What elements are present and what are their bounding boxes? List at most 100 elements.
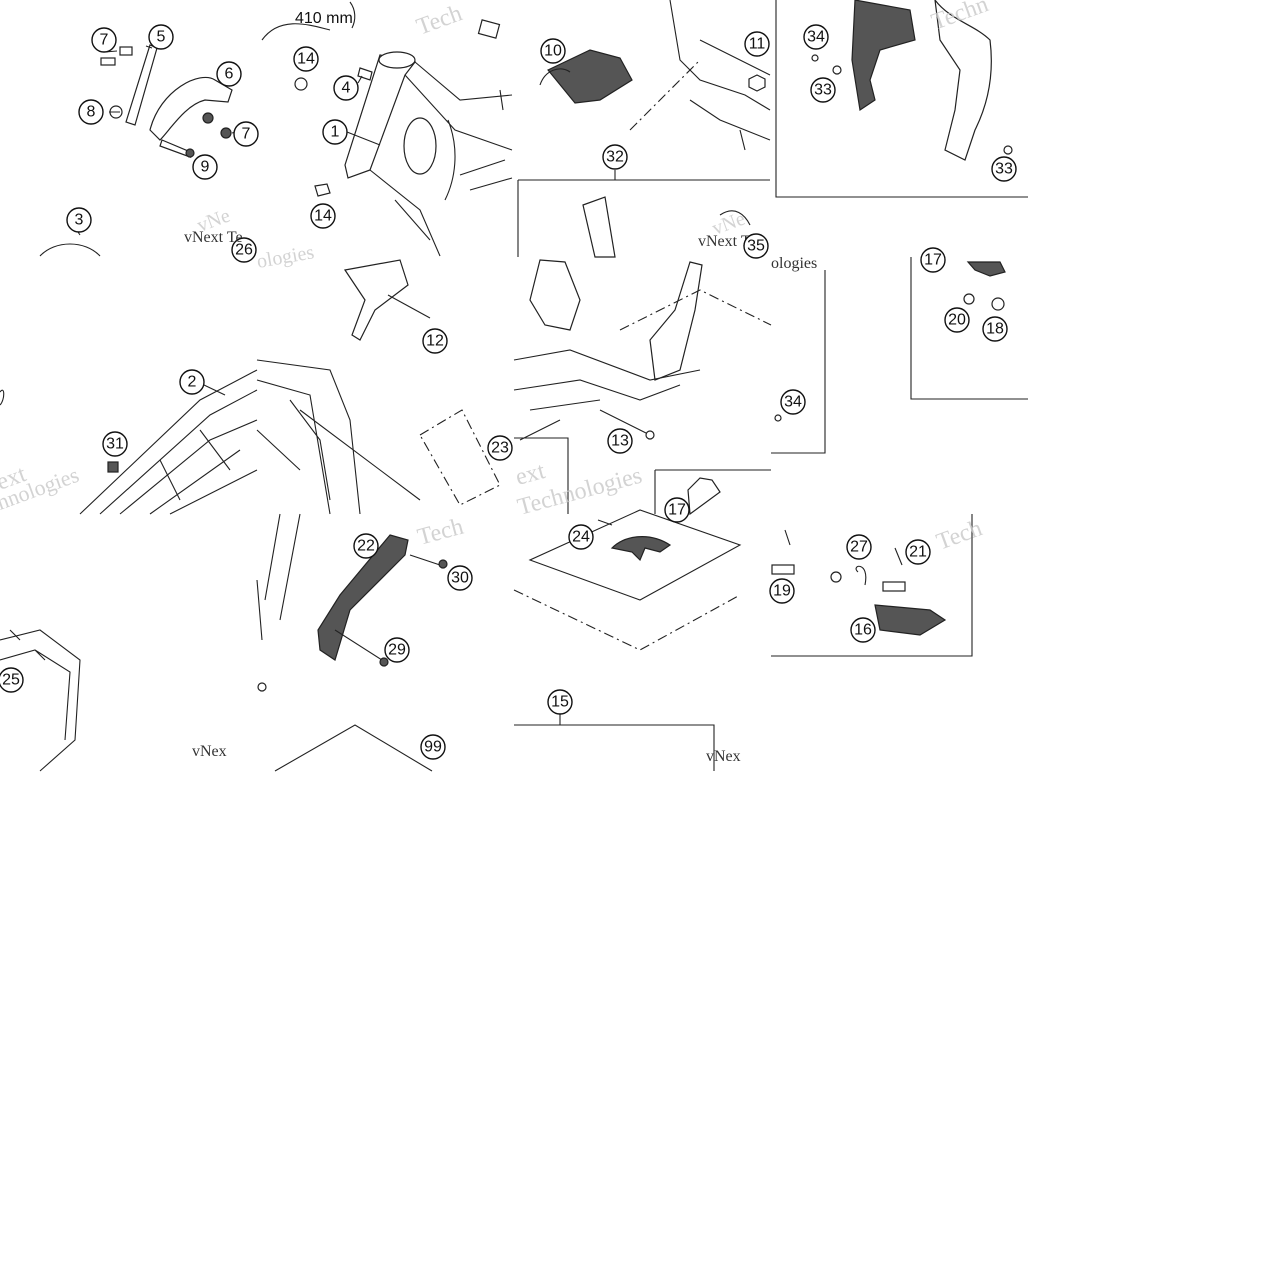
- nut-part: [748, 74, 766, 92]
- watermark-text: Tech: [415, 514, 466, 551]
- tag-part: [477, 19, 501, 39]
- callout-22: 22: [353, 533, 379, 559]
- svg-text:19: 19: [773, 583, 791, 600]
- bolt-part: [597, 519, 613, 526]
- svg-text:17: 17: [924, 252, 942, 269]
- tile-r2c3: 27 21 19 16 Tech: [769, 514, 986, 657]
- callout-12: 12: [422, 328, 448, 354]
- watermark-text: Tech: [413, 0, 465, 40]
- pin-part: [882, 581, 906, 592]
- svg-text:9: 9: [201, 159, 210, 176]
- group-bracket-line: [514, 437, 771, 514]
- svg-text:5: 5: [157, 29, 166, 46]
- watermark-text: ologies: [255, 241, 316, 273]
- svg-text:18: 18: [986, 321, 1004, 338]
- tile-r3c2: 15 vNex: [514, 689, 741, 771]
- callout-13: 13: [607, 428, 633, 454]
- callout-18: 18: [982, 316, 1008, 342]
- callout-31: 31: [102, 431, 128, 457]
- footpeg-part: [874, 604, 947, 636]
- watermark-text: Tech: [933, 515, 985, 555]
- bolt-head-part: [379, 657, 389, 667]
- frame-protector-part: [934, 0, 992, 161]
- svg-text:27: 27: [850, 539, 868, 556]
- frame-tube-part: [159, 429, 231, 501]
- bolt-part: [387, 294, 431, 319]
- svg-text:16: 16: [854, 622, 872, 639]
- frame-tube-part: [0, 389, 5, 406]
- frame-tube-part: [369, 61, 513, 257]
- footpeg-part: [966, 261, 1006, 277]
- nut-part: [220, 127, 232, 139]
- footrest-bracket-part: [317, 534, 409, 661]
- svg-text:8: 8: [87, 104, 96, 121]
- assembly-guide: [629, 59, 701, 131]
- cable-part: [719, 210, 751, 226]
- callout-2: 2: [179, 369, 205, 395]
- hose-ring-part: [39, 243, 101, 257]
- hose-part: [349, 1, 356, 29]
- pin-part: [784, 529, 791, 546]
- callout-1: 1: [322, 119, 348, 145]
- frame-protector-part: [851, 0, 916, 112]
- cap-part: [314, 183, 331, 197]
- callout-15: 15: [547, 689, 573, 715]
- frame-tube-part: [669, 0, 771, 151]
- callout-20: 20: [944, 307, 970, 333]
- tile-r0c2: 10 11 32 vNext Te vNe: [517, 0, 771, 258]
- footrest-bracket-part: [343, 259, 409, 341]
- svg-text:14: 14: [297, 51, 315, 68]
- svg-text:21: 21: [909, 544, 927, 561]
- svg-text:24: 24: [572, 529, 590, 546]
- nut-part: [438, 559, 448, 569]
- tile-r0c1: 410 mm 14 4 1 14 Tech: [261, 0, 513, 257]
- tile-r0c3: 34 33 33 Techn: [775, 0, 1028, 198]
- frame-head-tube-part: [344, 54, 417, 179]
- group-bracket-line: [274, 724, 433, 772]
- assembly-plane: [528, 509, 742, 601]
- long-bolt-part: [159, 139, 191, 158]
- callout-7b: 7: [233, 121, 259, 147]
- bracket-part: [125, 44, 158, 126]
- callout-17b: 17: [664, 497, 690, 523]
- tile-r1c0: 2 31 ext hnologies: [0, 369, 258, 515]
- callout-99: 99: [420, 734, 446, 760]
- spring-part: [855, 565, 867, 586]
- group-bracket-line: [775, 0, 1028, 198]
- hose-length-label: 410 mm: [295, 10, 353, 27]
- callout-32: 32: [602, 144, 628, 170]
- fitting-part: [357, 67, 373, 81]
- callout-4: 4: [333, 75, 359, 101]
- callout-3: 3: [66, 207, 92, 233]
- frame-tube-part: [79, 369, 258, 515]
- tile-r1c4: 17 20 18: [910, 247, 1028, 400]
- callout-16: 16: [850, 617, 876, 643]
- tile-r1c3: 34 35 ologies: [743, 233, 826, 454]
- callout-5: 5: [148, 24, 174, 50]
- callout-25: 25: [0, 667, 24, 693]
- svg-text:15: 15: [551, 694, 569, 711]
- frame-tube-part: [256, 513, 301, 641]
- tile-r2c1: 22 30 29 Tech: [256, 513, 473, 692]
- callout-34: 34: [803, 24, 829, 50]
- spring-part: [991, 297, 1005, 311]
- callout-23: 23: [487, 435, 513, 461]
- bolt-part: [409, 554, 441, 566]
- screw-part: [811, 54, 819, 62]
- tile-r2c0: 25 vNex: [0, 629, 227, 772]
- group-bracket-line: [910, 257, 1028, 400]
- svg-text:22: 22: [357, 538, 375, 555]
- arm-bracket-part: [149, 76, 233, 141]
- pin-part: [771, 564, 795, 575]
- tile-r1c2: 13 Technologies ext: [513, 259, 772, 521]
- tile-r3c1: 99: [274, 724, 446, 772]
- svg-text:35: 35: [747, 238, 765, 255]
- svg-text:32: 32: [606, 149, 624, 166]
- bolt-part: [107, 461, 119, 473]
- nut-part: [202, 112, 214, 124]
- watermark-text: ext: [513, 458, 548, 491]
- callout-29: 29: [384, 637, 410, 663]
- callout-14: 14: [293, 46, 319, 72]
- bolt-part: [334, 629, 383, 661]
